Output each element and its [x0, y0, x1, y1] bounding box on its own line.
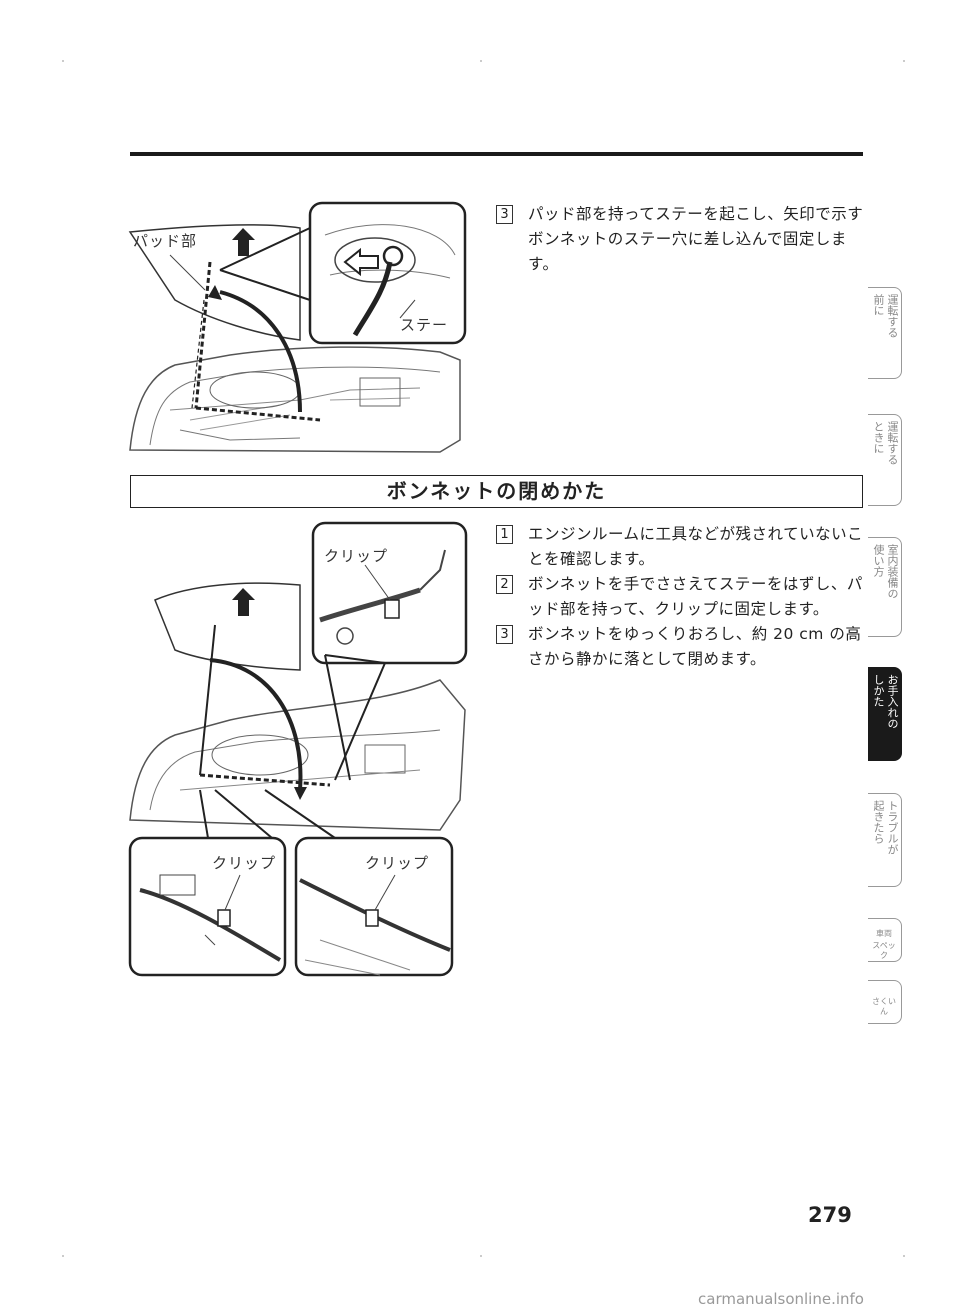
tab-label: 運転する [886, 421, 899, 465]
step-text: ボンネットをゆっくりおろし、約 20 cm の高さから静かに落として閉めます。 [528, 625, 862, 668]
page-number: 279 [808, 1203, 852, 1227]
step-number: 1 [496, 525, 513, 544]
step-text: エンジンルームに工具などが残されていないことを確認します。 [528, 525, 864, 568]
top-rule [130, 152, 863, 156]
step-text: パッド部を持ってステーを起こし、矢印で示すボンネットのステー穴に差し込んで固定し… [528, 205, 864, 273]
tab-interior[interactable]: 使い方 室内装備の [868, 537, 902, 637]
tab-maintenance[interactable]: しかた お手入れの [868, 667, 902, 761]
tab-label: しかた [872, 674, 885, 707]
clip-label-right: クリップ [365, 854, 430, 872]
step-close-2: 2 ボンネットを手でささえてステーをはずし、パッド部を持って、クリップに固定しま… [496, 572, 866, 622]
step-close-3: 3 ボンネットをゆっくりおろし、約 20 cm の高さから静かに落として閉めます… [496, 622, 866, 672]
tab-trouble[interactable]: 起きたら トラブルが [868, 793, 902, 887]
tab-label: トラブルが [886, 800, 899, 855]
tab-label: 室内装備の [886, 544, 899, 599]
watermark: carmanualsonline.info [698, 1290, 864, 1308]
tab-label: スペック [872, 941, 896, 960]
step-raise-3: 3 パッド部を持ってステーを起こし、矢印で示すボンネットのステー穴に差し込んで固… [496, 202, 866, 277]
step-number: 3 [496, 625, 513, 644]
tab-label: 車両 [876, 929, 892, 938]
tab-label: 前に [872, 294, 885, 316]
step-close-1: 1 エンジンルームに工具などが残されていないことを確認します。 [496, 522, 866, 572]
stay-label: ステー [400, 316, 449, 334]
step-number: 3 [496, 205, 513, 224]
step-number: 2 [496, 575, 513, 594]
tab-label: 起きたら [872, 800, 885, 844]
section-heading: ボンネットの閉めかた [130, 475, 863, 508]
clip-label-left: クリップ [212, 854, 277, 872]
tab-label: 使い方 [872, 544, 885, 577]
tab-while-driving[interactable]: ときに 運転する [868, 414, 902, 506]
tab-label: ときに [872, 421, 885, 454]
tab-index[interactable]: さくいん [868, 980, 902, 1024]
clip-label-top: クリップ [324, 547, 389, 565]
pad-label: パッド部 [133, 232, 198, 250]
tab-label: さくいん [872, 997, 896, 1016]
tab-label: 運転する [886, 294, 899, 338]
tab-label: お手入れの [886, 674, 899, 729]
tab-specs[interactable]: 車両 スペック [868, 918, 902, 962]
tab-before-driving[interactable]: 前に 運転する [868, 287, 902, 379]
step-text: ボンネットを手でささえてステーをはずし、パッド部を持って、クリップに固定します。 [528, 575, 863, 618]
